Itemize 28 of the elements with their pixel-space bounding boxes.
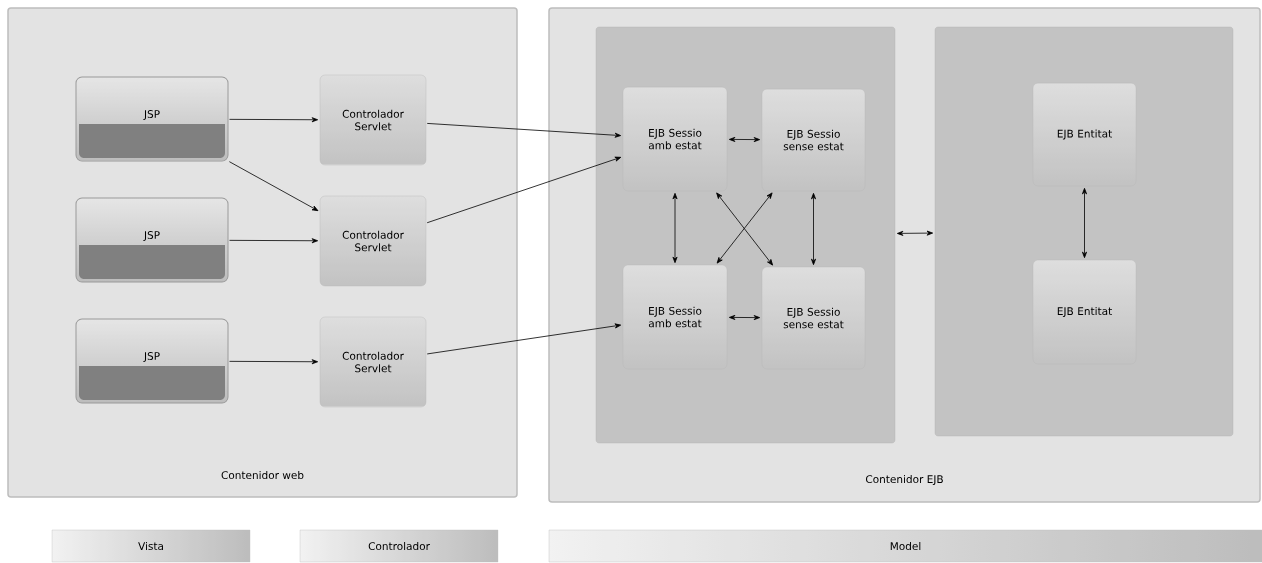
component-box: Controlador Servlet xyxy=(319,195,427,287)
component-box: EJB Sessio amb estat xyxy=(622,264,728,370)
arrow xyxy=(728,136,761,143)
component-box: EJB Sessio sense estat xyxy=(761,88,866,192)
arrow xyxy=(229,238,319,244)
component-box: Controlador Servlet xyxy=(319,316,427,408)
layer-band: Vista xyxy=(51,529,251,563)
arrow xyxy=(1082,187,1087,259)
page-box: JSP xyxy=(75,76,229,162)
component-box: EJB Entitat xyxy=(1032,259,1137,365)
arrow xyxy=(426,123,622,138)
component-box: EJB Sessio amb estat xyxy=(622,86,728,192)
arrow xyxy=(811,192,816,266)
page-box: JSP xyxy=(75,318,229,404)
arrow xyxy=(229,359,319,365)
arrow xyxy=(426,156,622,224)
arrow xyxy=(229,161,319,212)
component-box: Controlador Servlet xyxy=(319,74,427,166)
arrow xyxy=(896,230,934,236)
arrow xyxy=(426,323,622,355)
layer-band: Model xyxy=(548,529,1262,563)
arrow xyxy=(229,117,319,123)
component-box: EJB Sessio sense estat xyxy=(761,266,866,370)
page-box: JSP xyxy=(75,197,229,283)
layer-band: Controlador xyxy=(299,529,499,563)
arrow xyxy=(672,192,678,264)
arrow xyxy=(728,314,761,321)
component-box: EJB Entitat xyxy=(1032,82,1137,187)
